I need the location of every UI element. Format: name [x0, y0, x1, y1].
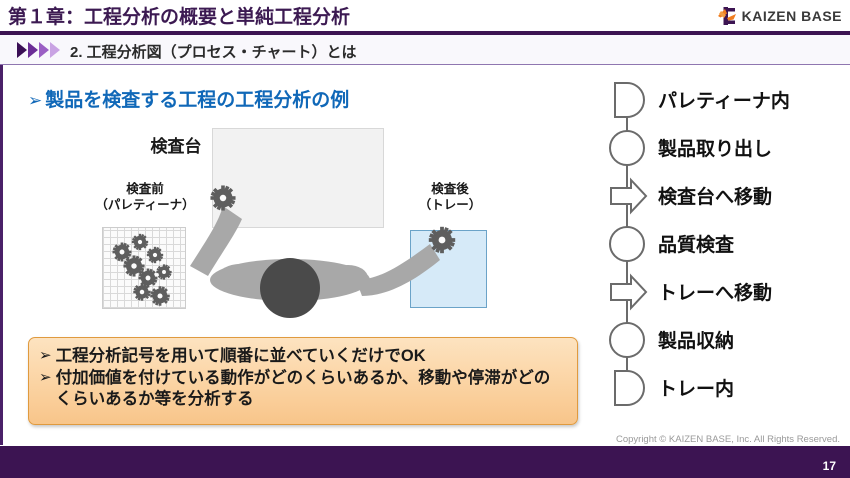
callout-text: 工程分析記号を用いて順番に並べていくだけでOK	[55, 347, 426, 365]
triple-chevron-right-icon	[16, 41, 62, 59]
section-title: 2. 工程分析図（プロセス・チャート）とは	[70, 44, 357, 61]
section-subheader: 2. 工程分析図（プロセス・チャート）とは	[0, 35, 850, 65]
process-step-3[interactable]: 検査台へ移動	[600, 174, 850, 220]
kaizen-base-logo: KAIZEN BASE	[716, 4, 842, 28]
summary-callout-box: ➢ 工程分析記号を用いて順番に並べていくだけでOK ➢ 付加価値を付けている動作…	[28, 337, 578, 425]
heading-text: 製品を検査する工程の工程分析の例	[45, 90, 350, 111]
process-step-2[interactable]: 製品取り出し	[600, 126, 850, 172]
logo-text: KAIZEN BASE	[741, 8, 842, 24]
kaizen-k-mark-icon	[716, 5, 738, 27]
heading-bullet-icon: ➢	[28, 91, 43, 110]
label-before-inspection: 検査前 （パレティーナ）	[95, 182, 195, 212]
callout-text: 付加価値を付けている動作がどのくらいあるか、移動や停滞がどのくらいあるか等を分析…	[55, 369, 551, 409]
operation-circle-icon	[605, 222, 649, 266]
process-step-4[interactable]: 品質検査	[600, 222, 850, 268]
page-number: 17	[822, 459, 836, 473]
process-step-label: 品質検査	[658, 235, 735, 256]
worker-top-view-icon	[112, 185, 456, 318]
storage-d-shape-icon	[605, 78, 649, 122]
callout-bullet-icon: ➢	[39, 369, 52, 387]
process-step-label: 製品収納	[658, 331, 735, 352]
transport-arrow-icon	[605, 174, 649, 218]
copyright-text: Copyright © KAIZEN BASE, Inc. All Rights…	[615, 434, 840, 445]
operation-circle-icon	[605, 126, 649, 170]
inspection-table-shape	[212, 128, 384, 228]
process-step-1[interactable]: パレティーナ内	[600, 78, 850, 124]
label-after-inspection: 検査後 （トレー）	[418, 182, 482, 212]
operation-circle-icon	[605, 318, 649, 362]
worker-head	[260, 258, 320, 318]
process-step-label: 検査台へ移動	[658, 187, 773, 208]
callout-line: ➢ 付加価値を付けている動作がどのくらいあるか、移動や停滞がどのくらいあるか等を…	[39, 368, 565, 410]
footer-bar: 17	[0, 446, 850, 478]
workplace-illustration: 検査台	[90, 120, 510, 320]
storage-d-shape-icon	[605, 366, 649, 410]
chapter-title: 第１章：工程分析の概要と単純工程分析	[8, 7, 351, 28]
process-step-5[interactable]: トレーへ移動	[600, 270, 850, 316]
process-step-label: 製品取り出し	[658, 139, 773, 160]
page-title: ➢製品を検査する工程の工程分析の例	[28, 85, 349, 112]
slide-left-edge	[0, 65, 3, 445]
process-step-label: パレティーナ内	[658, 91, 790, 112]
slide-header: 第１章：工程分析の概要と単純工程分析 KAIZEN BASE	[0, 0, 850, 35]
process-step-label: トレー内	[658, 379, 735, 400]
callout-line: ➢ 工程分析記号を用いて順番に並べていくだけでOK	[39, 346, 565, 367]
inspection-table-label: 検査台	[150, 137, 202, 156]
transport-arrow-icon	[605, 270, 649, 314]
process-step-7[interactable]: トレー内	[600, 366, 850, 412]
header-rule	[0, 31, 850, 35]
callout-bullet-icon: ➢	[39, 347, 52, 364]
process-chart: パレティーナ内 製品取り出し 検査台へ移動	[600, 78, 850, 418]
process-step-label: トレーへ移動	[658, 283, 773, 304]
process-step-6[interactable]: 製品収納	[600, 318, 850, 364]
